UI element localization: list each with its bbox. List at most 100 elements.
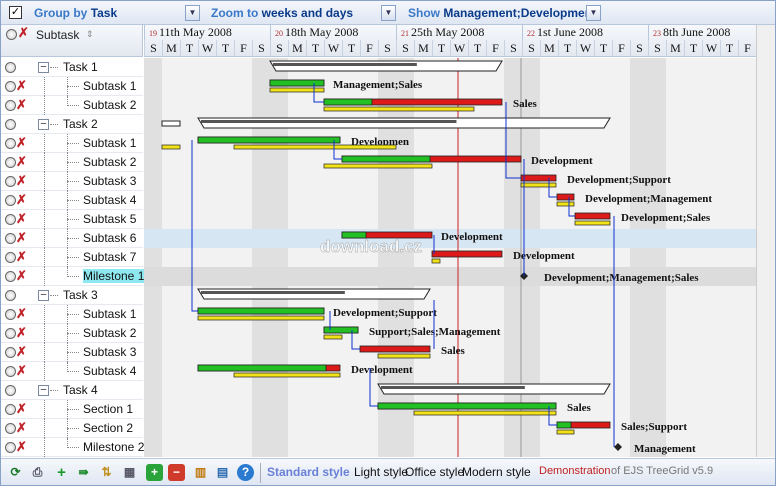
- task-name[interactable]: Task 1: [63, 60, 98, 74]
- select-circle-icon[interactable]: [5, 309, 16, 320]
- delete-icon[interactable]: ✗: [16, 325, 27, 340]
- grid-row[interactable]: ✗ Subtask 2: [1, 324, 143, 343]
- grid-row[interactable]: − Task 1: [1, 58, 143, 77]
- select-circle-icon[interactable]: [5, 176, 16, 187]
- show-control[interactable]: Show Management;Developmer: [408, 6, 586, 20]
- task-name[interactable]: Subtask 1: [83, 307, 137, 321]
- task-name[interactable]: Subtask 1: [83, 79, 137, 93]
- zoom-dropdown-icon[interactable]: ▼: [381, 5, 396, 21]
- task-name[interactable]: Section 2: [83, 421, 134, 435]
- select-circle-icon[interactable]: [5, 442, 16, 453]
- grid-row[interactable]: − Task 3: [1, 286, 143, 305]
- grid-row[interactable]: ✗ Milestone 1: [1, 267, 145, 286]
- task-name[interactable]: Subtask 2: [83, 326, 137, 340]
- delete-icon[interactable]: ✗: [16, 306, 27, 321]
- grid-row[interactable]: ✗ Milestone 2: [1, 438, 145, 457]
- show-dropdown-icon[interactable]: ▼: [586, 5, 601, 21]
- header-delete-icon[interactable]: ✗: [18, 25, 29, 40]
- grid-row[interactable]: ✗ Subtask 1: [1, 305, 143, 324]
- delete-icon[interactable]: ✗: [16, 420, 27, 435]
- grid-row[interactable]: − Task 2: [1, 115, 143, 134]
- task-name[interactable]: Subtask 2: [83, 98, 137, 112]
- add-child-icon[interactable]: ⇛: [78, 465, 89, 479]
- delete-icon[interactable]: ✗: [16, 268, 27, 283]
- select-circle-icon[interactable]: [5, 404, 16, 415]
- help-icon[interactable]: ?: [237, 464, 254, 481]
- modern-style-link[interactable]: Modern style: [462, 465, 531, 479]
- select-circle-icon[interactable]: [5, 423, 16, 434]
- task-name[interactable]: Milestone 1: [83, 269, 145, 283]
- task-name[interactable]: Task 2: [63, 117, 98, 131]
- task-name[interactable]: Subtask 3: [83, 345, 137, 359]
- grid-row[interactable]: ✗ Subtask 1: [1, 134, 143, 153]
- task-name[interactable]: Task 4: [63, 383, 98, 397]
- select-circle-icon[interactable]: [5, 138, 16, 149]
- standard-style-link[interactable]: Standard style: [267, 465, 350, 479]
- select-circle-icon[interactable]: [5, 81, 16, 92]
- select-circle-icon[interactable]: [5, 290, 16, 301]
- delete-icon[interactable]: ✗: [16, 78, 27, 93]
- select-circle-icon[interactable]: [5, 385, 16, 396]
- collapse-icon[interactable]: −: [38, 119, 49, 130]
- select-all-checkbox[interactable]: ✓: [9, 6, 22, 19]
- delete-icon[interactable]: ✗: [16, 211, 27, 226]
- delete-icon[interactable]: ✗: [16, 135, 27, 150]
- task-name[interactable]: Subtask 3: [83, 174, 137, 188]
- delete-icon[interactable]: ✗: [16, 192, 27, 207]
- select-circle-icon[interactable]: [5, 157, 16, 168]
- select-circle-icon[interactable]: [5, 347, 16, 358]
- calculator-icon[interactable]: ▦: [123, 465, 136, 479]
- grid-row[interactable]: ✗Subtask 2: [1, 153, 143, 172]
- select-circle-icon[interactable]: [5, 214, 16, 225]
- select-circle-icon[interactable]: [5, 328, 16, 339]
- delete-icon[interactable]: ✗: [16, 401, 27, 416]
- collapse-icon[interactable]: −: [38, 385, 49, 396]
- task-name[interactable]: Task 3: [63, 288, 98, 302]
- reload-icon[interactable]: ⟳: [10, 465, 21, 479]
- grid-row[interactable]: − Task 4: [1, 381, 143, 400]
- delete-icon[interactable]: ✗: [16, 439, 27, 454]
- select-circle-icon[interactable]: [5, 366, 16, 377]
- select-circle-icon[interactable]: [5, 62, 16, 73]
- grid-row[interactable]: ✗ Subtask 3: [1, 343, 143, 362]
- task-name[interactable]: Section 1: [83, 402, 134, 416]
- collapse-icon[interactable]: −: [38, 290, 49, 301]
- select-circle-icon[interactable]: [5, 271, 16, 282]
- delete-icon[interactable]: ✗: [16, 154, 27, 169]
- print-icon[interactable]: ⎙: [32, 465, 43, 479]
- office-style-link[interactable]: Office style: [405, 465, 465, 479]
- sort-icon[interactable]: ⇕: [86, 29, 94, 39]
- grid-row[interactable]: ✗ Subtask 7: [1, 248, 143, 267]
- collapse-icon[interactable]: −: [38, 62, 49, 73]
- delete-icon[interactable]: ✗: [16, 344, 27, 359]
- task-name[interactable]: Subtask 1: [83, 136, 137, 150]
- task-name[interactable]: Milestone 2: [83, 440, 145, 454]
- grid-row[interactable]: ✗Subtask 6: [1, 229, 143, 248]
- grid-row[interactable]: ✗ Subtask 2: [1, 96, 143, 115]
- zoom-control[interactable]: Zoom to weeks and days: [211, 6, 353, 20]
- delete-icon[interactable]: ✗: [16, 97, 27, 112]
- grid-row[interactable]: ✗ Subtask 5: [1, 210, 143, 229]
- group-by-dropdown-icon[interactable]: ▼: [185, 5, 200, 21]
- collapse-all-icon[interactable]: −: [168, 464, 185, 481]
- delete-icon[interactable]: ✗: [16, 173, 27, 188]
- delete-icon[interactable]: ✗: [16, 363, 27, 378]
- grid-row[interactable]: ✗ Subtask 3: [1, 172, 143, 191]
- add-icon[interactable]: +: [57, 464, 66, 481]
- move-icon[interactable]: ⇅: [101, 465, 112, 479]
- task-name[interactable]: Subtask 5: [83, 212, 137, 226]
- grid-row[interactable]: ✗ Section 1: [1, 400, 143, 419]
- demonstration-label[interactable]: Demonstration: [539, 465, 611, 477]
- subtask-column-title[interactable]: Subtask: [36, 28, 80, 42]
- light-style-link[interactable]: Light style: [354, 465, 409, 479]
- select-circle-icon[interactable]: [5, 119, 16, 130]
- header-circle-icon[interactable]: [6, 29, 17, 40]
- expand-all-icon[interactable]: +: [146, 464, 163, 481]
- task-name[interactable]: Subtask 6: [83, 231, 137, 245]
- task-name[interactable]: Subtask 7: [83, 250, 137, 264]
- delete-icon[interactable]: ✗: [16, 249, 27, 264]
- grid-row[interactable]: ✗Subtask 4: [1, 191, 143, 210]
- group-by-control[interactable]: Group by Task: [34, 6, 117, 20]
- select-circle-icon[interactable]: [5, 252, 16, 263]
